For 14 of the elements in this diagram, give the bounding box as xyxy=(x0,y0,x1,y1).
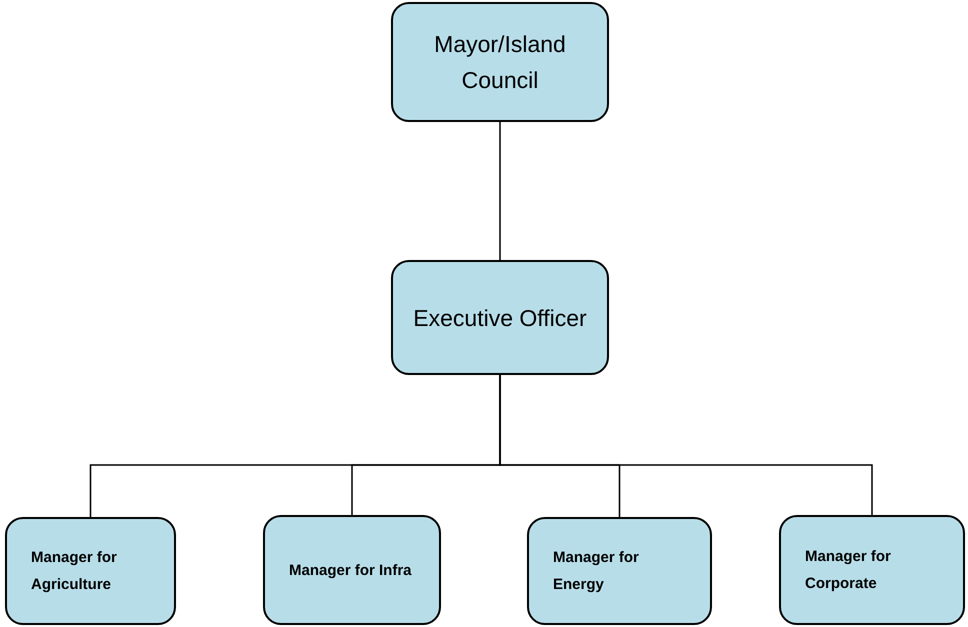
role-title: Manager for Infra xyxy=(289,560,412,580)
role-box xyxy=(527,517,712,625)
connector-line xyxy=(499,122,501,260)
role-box xyxy=(5,517,176,625)
role-box xyxy=(779,515,965,625)
role-title: Mayor/Island Council xyxy=(433,30,567,95)
role-box xyxy=(263,515,441,625)
role-box xyxy=(391,260,609,375)
role-title: Executive Officer xyxy=(413,304,587,332)
role-title: Manager for Corporate xyxy=(805,547,892,594)
role-title: Manager for Agriculture xyxy=(31,548,118,595)
connector-line xyxy=(499,375,873,515)
role-title: Manager for Energy xyxy=(553,548,640,595)
role-box xyxy=(391,2,609,122)
